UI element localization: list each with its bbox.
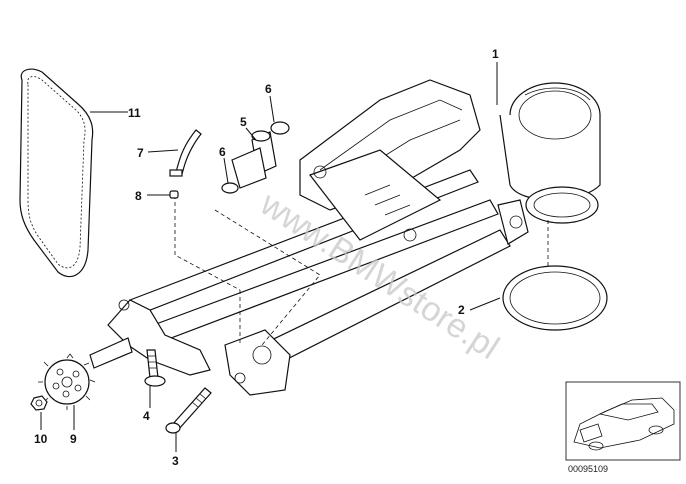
bolt-long xyxy=(165,387,212,434)
oil-pipe xyxy=(169,129,202,177)
o-ring-large xyxy=(502,265,608,331)
seal-washer xyxy=(169,190,179,199)
sprocket xyxy=(38,353,96,410)
callout-5: 5 xyxy=(240,115,247,129)
callout-3: 3 xyxy=(172,454,179,468)
callout-4: 4 xyxy=(143,409,150,423)
vehicle-thumbnail: 00095109 xyxy=(565,381,681,474)
alignment-line xyxy=(174,195,241,291)
callout-8: 8 xyxy=(135,189,142,203)
reference-number: 00095109 xyxy=(568,464,608,474)
callout-1: 1 xyxy=(492,47,499,61)
callout-11: 11 xyxy=(128,106,141,120)
alignment-line xyxy=(214,209,321,346)
callout-9: 9 xyxy=(70,432,77,446)
callout-6-upper: 6 xyxy=(265,82,272,96)
callout-6-lower: 6 xyxy=(219,145,226,159)
callout-2: 2 xyxy=(458,303,465,317)
callout-7: 7 xyxy=(137,146,144,160)
bolt-short xyxy=(144,349,166,387)
o-ring-small-upper xyxy=(270,121,290,135)
leader-lines xyxy=(40,62,501,452)
o-ring-small-lower xyxy=(221,182,239,194)
timing-chain xyxy=(19,68,94,278)
callout-10: 10 xyxy=(34,432,48,446)
sleeve xyxy=(231,130,277,189)
nut xyxy=(30,395,48,411)
